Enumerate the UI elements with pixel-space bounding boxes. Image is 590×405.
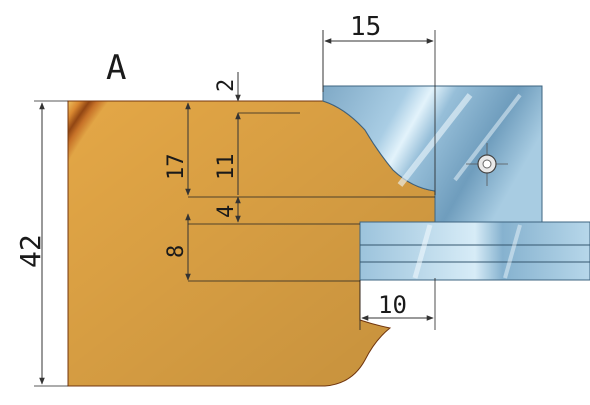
- cutter-body: [322, 85, 543, 223]
- total-height-value: 42: [14, 234, 47, 268]
- dimension-tongue-height: 8: [164, 213, 360, 282]
- dimension-bead-depth: 11: [214, 112, 241, 195]
- dimension-profile-depth: 17: [164, 102, 435, 198]
- bearing-plates: [359, 221, 590, 281]
- dimension-top-step: 2: [214, 72, 300, 114]
- screw-icon: [466, 143, 508, 186]
- cutter-width-value: 15: [350, 12, 381, 42]
- wood-workpiece: [67, 100, 436, 387]
- dimension-total-height: 42: [14, 100, 68, 387]
- tongue-width-value: 10: [378, 291, 407, 319]
- bead-depth-value: 11: [214, 154, 239, 181]
- profile-depth-value: 17: [164, 154, 189, 181]
- section-label: A: [106, 48, 126, 88]
- dimension-cutter-width: 15: [322, 12, 436, 195]
- top-step-value: 2: [214, 79, 239, 92]
- dimension-tongue-width: 10: [359, 278, 436, 330]
- lower-step-value: 4: [214, 205, 239, 218]
- dimension-lower-step: 4: [188, 196, 360, 225]
- tongue-height-value: 8: [164, 245, 189, 258]
